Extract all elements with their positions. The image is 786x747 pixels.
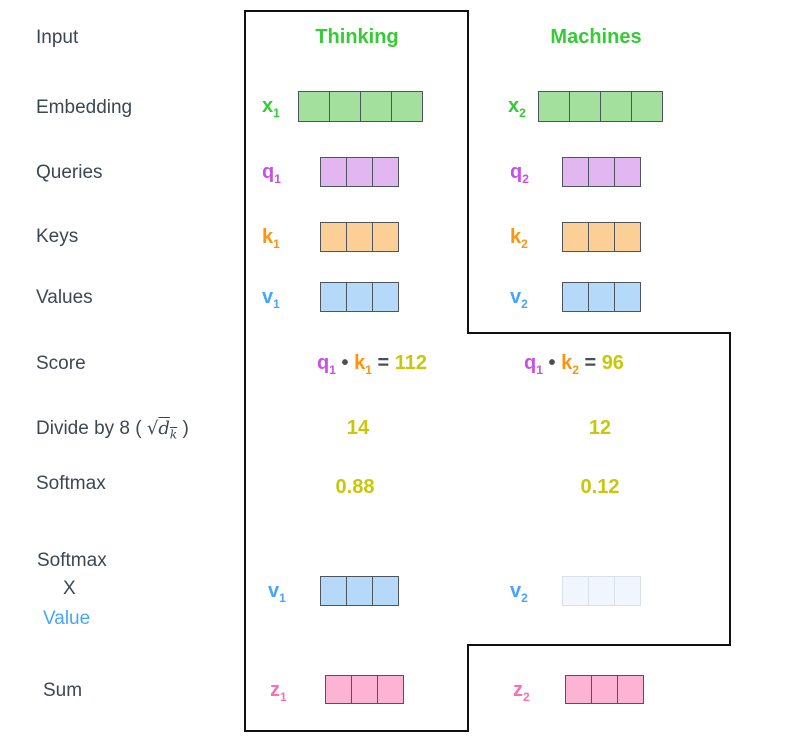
- vector-label-v1-weighted: v1: [268, 580, 286, 605]
- value-vector-v1: [320, 282, 399, 312]
- vector-cell: [347, 158, 373, 186]
- weighted-value-vector-v2-faded: [562, 576, 641, 606]
- divide-value-1: 14: [346, 417, 370, 439]
- vector-cell: [589, 158, 615, 186]
- vector-cell: [589, 223, 615, 251]
- row-label-softmax-x-value-line2: X: [63, 578, 76, 599]
- row-label-softmax: Softmax: [36, 473, 106, 494]
- query-vector-q2: [562, 157, 641, 187]
- vector-cell: [321, 577, 347, 605]
- column-header-thinking: Thinking: [315, 26, 399, 48]
- score-equation-2: q1 • k2 = 96: [524, 352, 624, 377]
- value-vector-v2: [562, 282, 641, 312]
- vector-label-q2: q2: [510, 161, 529, 186]
- vector-cell: [589, 577, 615, 605]
- row-label-divide: Divide by 8 ( √dk ): [36, 418, 189, 442]
- vector-cell: [615, 283, 640, 311]
- vector-cell: [347, 283, 373, 311]
- output-vector-z1: [325, 675, 404, 704]
- vector-cell: [347, 223, 373, 251]
- key-vector-k1: [320, 222, 399, 252]
- embedding-vector-x2: [538, 91, 663, 122]
- vector-cell: [615, 223, 640, 251]
- softmax-value-1: 0.88: [335, 476, 375, 498]
- vector-cell: [373, 577, 398, 605]
- softmax-value-2: 0.12: [580, 476, 620, 498]
- vector-cell: [330, 92, 361, 121]
- vector-cell: [539, 92, 570, 121]
- vector-cell: [615, 577, 640, 605]
- vector-cell: [373, 223, 398, 251]
- row-label-embedding: Embedding: [36, 97, 133, 118]
- embedding-vector-x1: [298, 91, 423, 122]
- row-label-queries: Queries: [36, 162, 103, 183]
- vector-cell: [321, 158, 347, 186]
- row-label-score: Score: [36, 353, 86, 374]
- row-label-softmax-x-value-line3: Value: [43, 608, 91, 629]
- row-label-values: Values: [36, 287, 93, 308]
- row-label-input: Input: [36, 27, 79, 48]
- vector-cell: [321, 223, 347, 251]
- vector-cell: [563, 577, 589, 605]
- vector-cell: [570, 92, 601, 121]
- vector-cell: [361, 92, 392, 121]
- vector-label-q1: q1: [262, 161, 281, 186]
- vector-label-z1: z1: [270, 679, 287, 704]
- row-label-sum: Sum: [43, 680, 83, 701]
- score-equation-1: q1 • k1 = 112: [317, 352, 427, 377]
- divide-value-2: 12: [588, 417, 612, 439]
- vector-cell: [563, 283, 589, 311]
- column-header-machines: Machines: [550, 26, 642, 48]
- vector-cell: [373, 283, 398, 311]
- vector-cell: [347, 577, 373, 605]
- vector-cell: [592, 676, 618, 703]
- row-label-softmax-x-value-line1: Softmax: [37, 550, 107, 571]
- sqrt-dk-formula: √dk: [146, 418, 178, 442]
- vector-cell: [326, 676, 352, 703]
- vector-cell: [378, 676, 403, 703]
- vector-cell: [615, 158, 640, 186]
- vector-label-v1: v1: [262, 286, 280, 311]
- vector-cell: [321, 283, 347, 311]
- vector-cell: [632, 92, 662, 121]
- vector-label-x1: x1: [262, 95, 280, 120]
- vector-cell: [601, 92, 632, 121]
- row-label-keys: Keys: [36, 226, 79, 247]
- vector-cell: [566, 676, 592, 703]
- vector-cell: [352, 676, 378, 703]
- vector-cell: [299, 92, 330, 121]
- vector-label-v2: v2: [510, 286, 528, 311]
- vector-label-x2: x2: [508, 95, 526, 120]
- weighted-value-vector-v1: [320, 576, 399, 606]
- vector-label-v2-weighted: v2: [510, 580, 528, 605]
- vector-cell: [373, 158, 398, 186]
- vector-cell: [589, 283, 615, 311]
- key-vector-k2: [562, 222, 641, 252]
- vector-cell: [392, 92, 422, 121]
- vector-cell: [563, 158, 589, 186]
- vector-label-k2: k2: [510, 226, 528, 251]
- vector-cell: [563, 223, 589, 251]
- vector-label-k1: k1: [262, 226, 280, 251]
- output-vector-z2: [565, 675, 644, 704]
- vector-cell: [618, 676, 643, 703]
- query-vector-q1: [320, 157, 399, 187]
- vector-label-z2: z2: [513, 679, 530, 704]
